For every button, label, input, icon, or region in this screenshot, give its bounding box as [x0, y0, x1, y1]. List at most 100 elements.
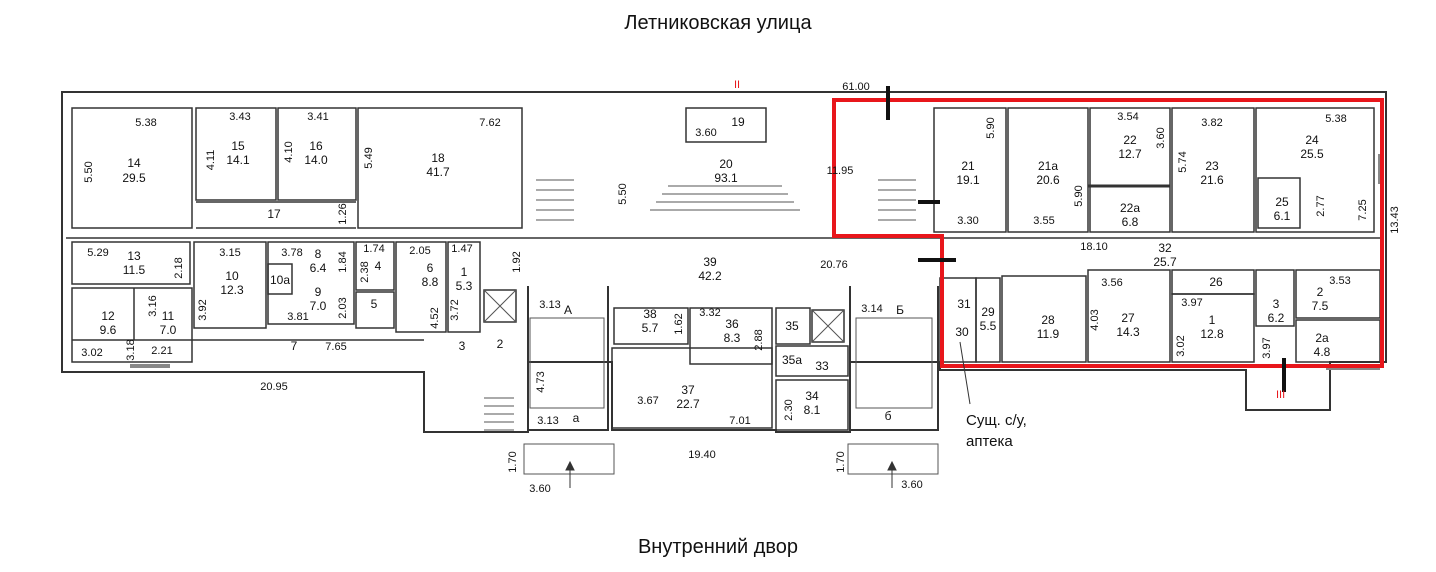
room-12-area: 9.6 — [100, 323, 117, 337]
dim-label: 7.65 — [325, 341, 346, 353]
dim-label: 3.32 — [699, 307, 720, 319]
room-21-area: 19.1 — [956, 173, 980, 187]
dim-label: 3.13 — [539, 299, 560, 311]
room-12-number: 12 — [101, 309, 115, 323]
dim-label: 7.25 — [1357, 199, 1369, 220]
room-18-number: 18 — [431, 151, 445, 165]
room-22a-number: 22а — [1120, 201, 1140, 215]
room-26-number: 26 — [1209, 275, 1223, 289]
room-8-number: 8 — [315, 247, 322, 261]
dim-label: 3.41 — [307, 111, 328, 123]
dim-label: 3.16 — [147, 295, 159, 316]
dim-label: 20.76 — [820, 259, 848, 271]
room-1-left-number: 1 — [461, 265, 468, 279]
room-6-number: 6 — [427, 261, 434, 275]
dim-label: 2.77 — [1315, 195, 1327, 216]
room-23-number: 23 — [1205, 159, 1219, 173]
room-15-area: 14.1 — [226, 153, 250, 167]
dim-label: 5.29 — [87, 247, 108, 259]
dim-label: 3.14 — [861, 303, 882, 315]
room-36-area: 8.3 — [724, 331, 741, 345]
stair-b-label: Б — [896, 303, 904, 317]
dim-label: 3.67 — [637, 395, 658, 407]
dim-label: 3.54 — [1117, 111, 1138, 123]
room-23-area: 21.6 — [1200, 173, 1224, 187]
room-16-number: 16 — [309, 139, 323, 153]
room-2-left-number: 2 — [497, 337, 504, 351]
room-17-number: 17 — [267, 207, 281, 221]
room-2-right-area: 7.5 — [1312, 299, 1329, 313]
dim-label: 3.55 — [1033, 215, 1054, 227]
dim-label: 3.15 — [219, 247, 240, 259]
dim-label: 3.56 — [1101, 277, 1122, 289]
room-13-number: 13 — [127, 249, 141, 263]
room-39-number: 39 — [703, 255, 717, 269]
section-marks — [886, 86, 1286, 392]
room-2-right-number: 2 — [1317, 285, 1324, 299]
room-3-right-area: 6.2 — [1268, 311, 1285, 325]
dim-label: 1.92 — [511, 251, 523, 272]
dim-label: 2.38 — [359, 261, 371, 282]
dim-label: 1.70 — [835, 451, 847, 472]
room-3-number: 3 — [459, 339, 466, 353]
room-10-area: 12.3 — [220, 283, 244, 297]
leased-area-outline — [832, 98, 1384, 368]
dim-label: 5.38 — [1325, 113, 1346, 125]
dim-label: 2.30 — [783, 399, 795, 420]
room-16-area: 14.0 — [304, 153, 328, 167]
dim-label: 1.70 — [507, 451, 519, 472]
room-1-right-area: 12.8 — [1200, 327, 1224, 341]
room-11-area: 7.0 — [160, 323, 177, 337]
stair-a-small-label: а — [573, 411, 580, 425]
dim-label: 5.49 — [363, 147, 375, 168]
dim-label: 5.50 — [83, 161, 95, 182]
room-33-number: 33 — [815, 359, 829, 373]
room-20-number: 20 — [719, 157, 733, 171]
room-21a-area: 20.6 — [1036, 173, 1060, 187]
dim-label: 4.03 — [1089, 309, 1101, 330]
room-9-number: 9 — [315, 285, 322, 299]
room-2a-area: 4.8 — [1314, 345, 1331, 359]
dim-label: 7.01 — [729, 415, 750, 427]
axis-mark-top: II — [734, 79, 740, 91]
room-19-number: 19 — [731, 115, 745, 129]
street-label-top: Летниковская улица — [624, 12, 812, 34]
dim-label: 3.13 — [537, 415, 558, 427]
outer-walls — [61, 91, 1387, 433]
dim-label: 3.18 — [125, 339, 137, 360]
room-4-number: 4 — [375, 259, 382, 273]
room-39-area: 42.2 — [698, 269, 722, 283]
room-25-area: 6.1 — [1274, 209, 1291, 223]
room-6-area: 8.8 — [422, 275, 439, 289]
dim-label: 4.10 — [283, 141, 295, 162]
room-27-number: 27 — [1121, 311, 1135, 325]
room-38-number: 38 — [643, 307, 657, 321]
dim-label: 3.82 — [1201, 117, 1222, 129]
dim-label: 3.60 — [1155, 127, 1167, 148]
dim-label: 3.60 — [901, 479, 922, 491]
room-24-area: 25.5 — [1300, 147, 1324, 161]
room-labels: 14 29.5 15 14.1 16 14.0 18 41.7 19 20 93… — [100, 115, 1331, 425]
room-21-number: 21 — [961, 159, 975, 173]
dim-label: 3.97 — [1261, 337, 1273, 358]
room-3-right-number: 3 — [1273, 297, 1280, 311]
room-1-right-number: 1 — [1209, 313, 1216, 327]
dim-label: 5.38 — [135, 117, 156, 129]
room-9-area: 7.0 — [310, 299, 327, 313]
room-24-number: 24 — [1305, 133, 1319, 147]
dim-label: 3.30 — [957, 215, 978, 227]
dim-label: 13.43 — [1389, 206, 1401, 234]
dim-label: 3.02 — [81, 347, 102, 359]
room-15-number: 15 — [231, 139, 245, 153]
room-35a-number: 35а — [782, 353, 802, 367]
room-13-area: 11.5 — [123, 263, 146, 277]
room-35-number: 35 — [785, 319, 799, 333]
room-22-area: 12.7 — [1118, 147, 1142, 161]
note-existing-wc: Сущ. с/у, аптека — [966, 410, 1027, 452]
dim-label: 3.60 — [695, 127, 716, 139]
dim-label: 19.40 — [688, 449, 716, 461]
stair-a-label: А — [564, 303, 572, 317]
room-29-number: 29 — [981, 305, 995, 319]
room-37-number: 37 — [681, 383, 695, 397]
